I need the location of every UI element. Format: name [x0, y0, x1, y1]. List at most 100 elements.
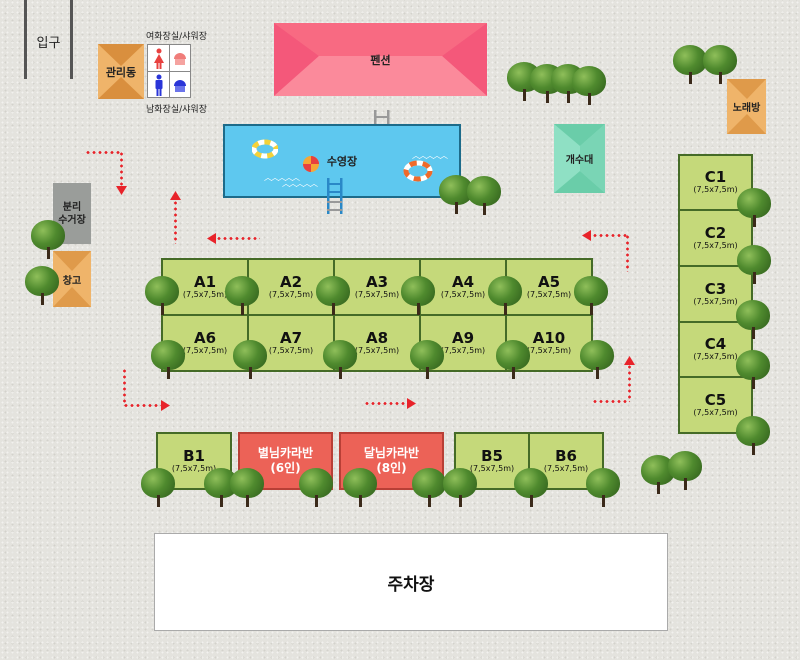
female-shower-icon [174, 53, 186, 65]
tree-icon [343, 468, 377, 508]
site-c5[interactable]: C5(7,5x7,5m) [678, 376, 753, 434]
pension-label: 펜션 [370, 53, 391, 67]
roof-shape-icon [274, 23, 487, 96]
site-size: (7,5x7,5m) [469, 463, 515, 473]
sink-building[interactable]: 개수대 [554, 124, 605, 193]
roof-shape-icon [554, 124, 605, 193]
restroom-female-label: 여화장실/샤워장 [146, 32, 207, 42]
parking-lot[interactable]: 주차장 [154, 533, 668, 631]
site-size: (7,5x7,5m) [543, 463, 589, 473]
site-name: A1 [193, 272, 217, 291]
site-name: B5 [481, 446, 503, 465]
caravan-capacity: (6인) [270, 461, 301, 475]
caravan-name: 별님카라반 [257, 446, 314, 460]
arrow-left-icon [207, 233, 216, 244]
parking-label: 주차장 [387, 574, 435, 595]
site-size: (7,5x7,5m) [268, 289, 314, 299]
tree-icon [25, 266, 59, 306]
site-name: A8 [365, 328, 389, 347]
site-size: (7,5x7,5m) [526, 289, 572, 299]
arrow-right-icon [161, 400, 170, 411]
tree-icon [151, 340, 185, 380]
site-name: A9 [451, 328, 475, 347]
yellow-float-icon [252, 139, 278, 159]
tree-icon [703, 45, 737, 85]
arrow-up-icon [624, 356, 635, 365]
restroom-block[interactable] [147, 44, 191, 98]
management-building[interactable]: 관리동 [98, 44, 144, 99]
male-shower-icon [174, 80, 186, 92]
entrance-line-right [70, 0, 73, 79]
site-name: C2 [704, 223, 727, 242]
tree-icon [736, 300, 770, 340]
tree-icon [488, 276, 522, 316]
site-size: (7,5x7,5m) [268, 345, 314, 355]
tree-icon [736, 350, 770, 390]
site-size: (7,5x7,5m) [693, 296, 738, 306]
site-name: A6 [193, 328, 217, 347]
karaoke-label: 노래방 [732, 103, 761, 114]
water-wave-1: ︿︿︿︿︿ [264, 173, 300, 182]
entrance-line-left [24, 0, 27, 79]
sink-label: 개수대 [565, 155, 594, 166]
site-name: C3 [704, 279, 727, 298]
arrow-left-icon [582, 230, 591, 241]
tree-icon [668, 451, 702, 491]
site-size: (7,5x7,5m) [171, 463, 217, 473]
site-size: (7,5x7,5m) [182, 289, 228, 299]
roof-shape-icon [98, 44, 144, 99]
caravan-star[interactable]: 별님카라반(6인) [238, 432, 333, 490]
recycling-label-line1: 분리 [62, 201, 82, 213]
site-size: (7,5x7,5m) [354, 289, 400, 299]
tree-icon [145, 276, 179, 316]
storage-building[interactable]: 창고 [53, 251, 91, 307]
water-wave-2: ︿︿︿︿︿ [282, 179, 318, 188]
site-name: C1 [704, 168, 727, 186]
tree-icon [737, 188, 771, 228]
tree-icon [225, 276, 259, 316]
storage-label: 창고 [62, 275, 82, 287]
roof-shape-icon [727, 79, 766, 134]
pool-ladder-bottom-icon [327, 178, 343, 214]
site-size: (7,5x7,5m) [526, 345, 572, 355]
pension-building[interactable]: 펜션 [274, 23, 487, 96]
orange-float-icon [403, 160, 433, 182]
tree-icon [412, 468, 446, 508]
site-size: (7,5x7,5m) [693, 352, 738, 361]
restroom-male-label: 남화장실/샤워장 [146, 105, 207, 115]
tree-icon [323, 340, 357, 380]
roof-shape-icon [53, 251, 91, 307]
site-name: A3 [365, 272, 389, 291]
tree-icon [31, 220, 65, 260]
site-name: A7 [279, 328, 303, 347]
caravan-name: 달님카라반 [363, 446, 420, 460]
tree-icon [401, 276, 435, 316]
tree-icon [410, 340, 444, 380]
tree-icon [586, 468, 620, 508]
tree-icon [299, 468, 333, 508]
site-size: (7,5x7,5m) [182, 345, 228, 355]
tree-icon [572, 66, 606, 106]
site-name: C4 [704, 335, 727, 353]
site-size: (7,5x7,5m) [693, 185, 738, 194]
tree-icon [141, 468, 175, 508]
tree-icon [514, 468, 548, 508]
management-label: 관리동 [105, 65, 137, 79]
water-wave-3: ︿︿︿︿︿ [412, 151, 448, 160]
caravan-capacity: (8인) [376, 461, 407, 475]
tree-icon [496, 340, 530, 380]
arrow-up-icon [170, 191, 181, 200]
site-name: A10 [532, 328, 566, 347]
site-name: B6 [555, 446, 577, 465]
tree-icon [737, 245, 771, 285]
tree-icon [467, 176, 501, 216]
female-restroom-icon [154, 48, 164, 69]
tree-icon [230, 468, 264, 508]
tree-icon [233, 340, 267, 380]
site-size: (7,5x7,5m) [693, 407, 738, 417]
tree-icon [673, 45, 707, 85]
male-restroom-icon [155, 74, 163, 96]
site-name: A5 [537, 272, 561, 291]
karaoke-building[interactable]: 노래방 [727, 79, 766, 134]
pool-label: 수영장 [326, 155, 358, 168]
